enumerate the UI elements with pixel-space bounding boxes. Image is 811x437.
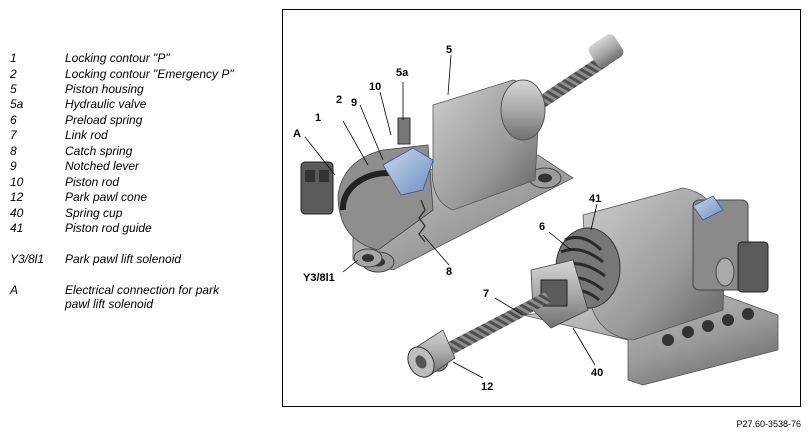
callout-1: 1 — [315, 112, 321, 124]
callout-5: 5 — [446, 44, 452, 56]
piston-housing — [431, 79, 546, 211]
actuator-illustration: 5 5a 10 9 2 1 A Y3/8l1 8 41 6 7 40 12 — [293, 34, 779, 393]
figure-reference-code: P27.60-3538-76 — [736, 419, 801, 429]
lower-housing — [582, 187, 769, 341]
callout-5a: 5a — [396, 67, 409, 79]
callout-8: 8 — [446, 266, 452, 278]
callout-Y3-8l1: Y3/8l1 — [303, 272, 335, 284]
callout-7: 7 — [483, 288, 489, 300]
illustration-frame: 5 5a 10 9 2 1 A Y3/8l1 8 41 6 7 40 12 — [282, 9, 801, 407]
callout-6: 6 — [539, 221, 545, 233]
callout-2: 2 — [336, 94, 342, 106]
callout-9: 9 — [351, 97, 357, 109]
solenoid-lever-mechanism — [300, 117, 434, 268]
leader-lines — [304, 54, 598, 379]
link-rod — [433, 292, 551, 362]
callout-10: 10 — [369, 81, 381, 93]
callout-41: 41 — [589, 193, 601, 205]
park-pawl-cone — [407, 329, 456, 378]
lower-mounting-plate — [522, 294, 779, 386]
callout-40: 40 — [591, 367, 603, 379]
callout-A: A — [293, 128, 301, 140]
callout-12: 12 — [481, 381, 493, 393]
